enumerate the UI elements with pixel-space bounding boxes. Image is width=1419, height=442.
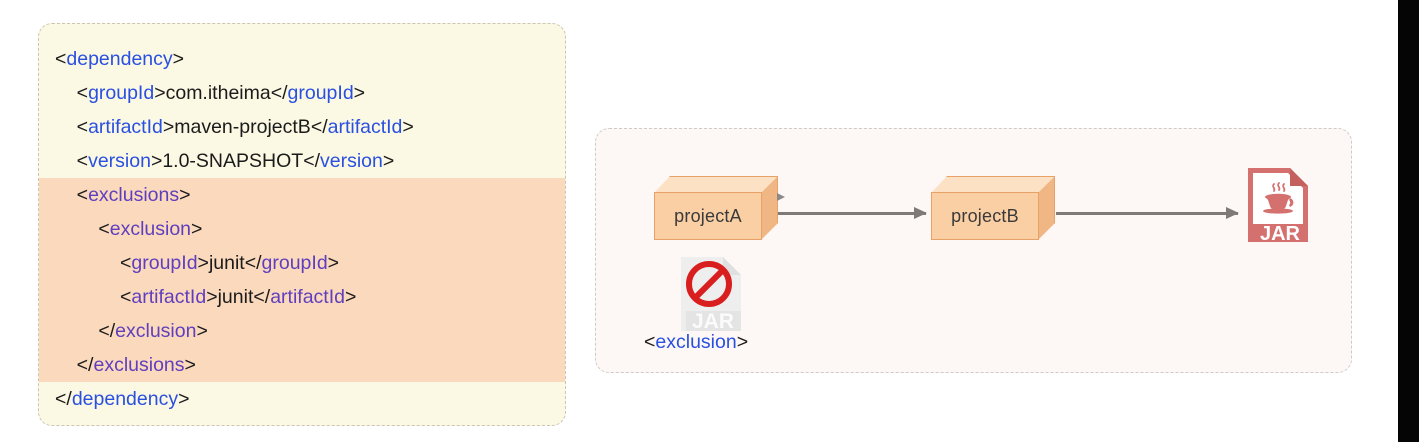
code-token-brk: </: [55, 388, 72, 410]
code-token-tag-p: artifactId: [131, 286, 207, 308]
code-token-tag: artifactId: [327, 116, 403, 138]
code-token-brk: </: [270, 82, 288, 104]
code-token-brk: <: [120, 252, 132, 274]
code-token-brk: <: [98, 218, 110, 240]
code-token-txt: com.itheima: [165, 82, 271, 104]
right-edge-band: [1398, 0, 1419, 442]
code-indent: [55, 116, 77, 138]
code-indent: [55, 218, 98, 240]
code-token-brk: </: [76, 354, 94, 376]
code-token-brk: <: [76, 150, 89, 172]
code-token-brk: >: [179, 184, 191, 206]
jar-file-icon: JAR: [1246, 166, 1310, 244]
code-token-brk: >: [197, 252, 209, 274]
code-indent: [55, 184, 77, 206]
code-indent: [55, 286, 120, 308]
code-line: <groupId>junit</groupId>: [39, 246, 565, 280]
code-token-txt: junit: [217, 286, 254, 308]
code-token-brk: <: [120, 286, 132, 308]
code-line: <dependency>: [39, 42, 565, 76]
code-token-tag: version: [320, 150, 383, 172]
code-token-tag-p: exclusion: [109, 218, 192, 240]
code-token-tag-p: exclusions: [93, 354, 185, 376]
code-token-brk: <: [76, 116, 89, 138]
dependency-diagram-card: projectA projectB: [595, 128, 1352, 373]
project-a-connector-stub-icon: [777, 193, 785, 201]
prohibition-icon: [686, 261, 732, 307]
project-b-box-label: projectB: [931, 192, 1039, 240]
code-token-brk: <: [76, 82, 89, 104]
code-line: <artifactId>maven-projectB</artifactId>: [39, 110, 565, 144]
code-token-tag-p: groupId: [261, 252, 328, 274]
code-token-brk: >: [162, 116, 175, 138]
code-token-brk: >: [154, 82, 166, 104]
project-a-box-side-face: [761, 176, 778, 240]
code-token-brk: >: [344, 286, 357, 308]
code-line: <version>1.0-SNAPSHOT</version>: [39, 144, 565, 178]
code-token-brk: <: [55, 48, 67, 70]
arrow-project-b-to-jar: [1056, 207, 1239, 219]
code-token-tag: dependency: [71, 388, 179, 410]
code-token-brk: >: [382, 150, 395, 172]
code-token-brk: >: [178, 388, 190, 410]
code-token-tag-p: exclusion: [115, 320, 197, 342]
code-line: <groupId>com.itheima</groupId>: [39, 76, 565, 110]
exclusion-caption-name: exclusion: [655, 331, 737, 353]
project-a-box-label: projectA: [654, 192, 762, 240]
code-token-brk: >: [327, 252, 340, 274]
exclusion-caption-close-bracket: >: [736, 331, 749, 353]
code-token-brk: </: [310, 116, 328, 138]
code-token-brk: >: [196, 320, 208, 342]
code-token-brk: <: [76, 184, 89, 206]
code-token-brk: >: [402, 116, 414, 138]
exclusion-caption-open-bracket: <: [644, 331, 656, 353]
code-token-brk: >: [150, 150, 163, 172]
code-token-brk: </: [98, 320, 116, 342]
project-a-box-top-face: [654, 176, 778, 193]
excluded-jar-icon: JAR: [679, 255, 743, 333]
code-indent: [55, 252, 120, 274]
code-line: <exclusion>: [39, 212, 565, 246]
code-token-txt: 1.0-SNAPSHOT: [162, 150, 304, 172]
xml-code-lines: <dependency> <groupId>com.itheima</group…: [39, 24, 565, 425]
code-token-tag: groupId: [287, 82, 354, 104]
xml-code-card: <dependency> <groupId>com.itheima</group…: [38, 23, 566, 426]
code-indent: [55, 320, 98, 342]
project-b-box: projectB: [931, 176, 1055, 240]
code-token-brk: </: [253, 286, 271, 308]
project-b-box-top-face: [931, 176, 1055, 193]
code-token-tag: groupId: [88, 82, 155, 104]
code-token-tag: artifactId: [88, 116, 163, 138]
arrow-project-a-to-project-b: [778, 207, 927, 219]
code-token-brk: >: [191, 218, 203, 240]
code-token-tag-p: exclusions: [88, 184, 180, 206]
code-line: </exclusions>: [39, 348, 565, 382]
code-token-brk: >: [172, 48, 185, 70]
code-token-txt: junit: [208, 252, 245, 274]
code-line: <artifactId>junit</artifactId>: [39, 280, 565, 314]
excluded-jar-icon-label: JAR: [692, 310, 734, 333]
code-token-tag: dependency: [66, 48, 173, 70]
exclusion-caption: <exclusion>: [644, 331, 748, 354]
code-token-brk: </: [244, 252, 262, 274]
project-a-box: projectA: [654, 176, 778, 240]
code-line: <exclusions>: [39, 178, 565, 212]
code-token-brk: </: [303, 150, 321, 172]
code-token-tag-p: artifactId: [270, 286, 345, 308]
code-token-tag-p: groupId: [131, 252, 198, 274]
code-token-brk: >: [353, 82, 366, 104]
code-line: </exclusion>: [39, 314, 565, 348]
code-token-tag: version: [88, 150, 151, 172]
code-token-brk: >: [206, 286, 218, 308]
code-line: </dependency>: [39, 382, 565, 416]
code-indent: [55, 354, 77, 376]
code-indent: [55, 150, 77, 172]
code-token-brk: >: [184, 354, 196, 376]
project-b-box-side-face: [1038, 176, 1055, 240]
code-token-txt: maven-projectB: [174, 116, 311, 138]
jar-icon-label: JAR: [1260, 223, 1301, 244]
code-indent: [55, 82, 77, 104]
